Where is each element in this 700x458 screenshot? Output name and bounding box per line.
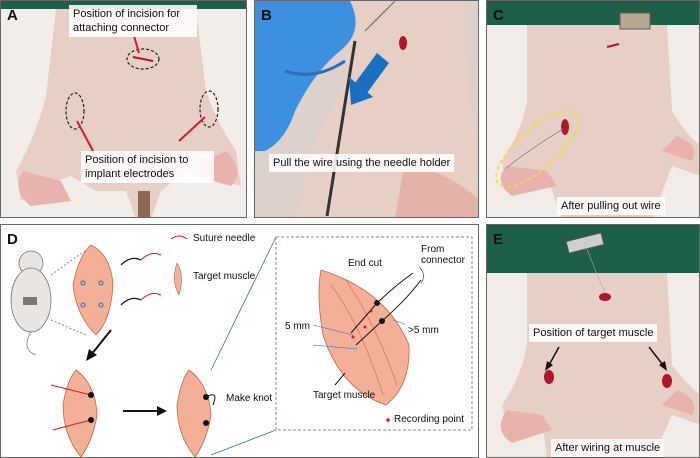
legend-target-muscle: Target muscle — [193, 271, 256, 282]
panel-c-caption: After pulling out wire — [557, 197, 665, 215]
panel-c-photo — [487, 1, 699, 217]
connector-block-e — [565, 232, 605, 254]
from-connector-label: From connector — [421, 244, 465, 266]
zoom-box — [275, 236, 473, 431]
connector-incision-marker — [126, 48, 160, 70]
connector-incision-label: Position of incision for attaching conne… — [69, 5, 197, 37]
zoom-target-muscle-label: Target muscle — [313, 390, 376, 401]
pulled-wire-highlight — [495, 110, 579, 188]
pull-direction-arrow — [349, 53, 389, 105]
connector-block — [619, 12, 651, 30]
panel-e: E Position of target muscle After wiring… — [486, 224, 700, 458]
make-knot-label: Make knot — [226, 393, 273, 404]
panel-d-diagram — [1, 225, 478, 457]
panel-e-caption: After wiring at muscle — [551, 439, 665, 457]
panel-a: A Position of incision for attaching con… — [0, 0, 247, 218]
legend-suture-needle: Suture needle — [193, 233, 256, 244]
target-muscle-position-label: Position of target muscle — [529, 324, 658, 342]
panel-a-photo — [1, 1, 246, 217]
blue-glove — [255, 1, 356, 151]
end-cut-label: End cut — [348, 258, 382, 269]
dimension-5mm-label: 5 mm — [285, 321, 310, 332]
panel-a-letter: A — [7, 7, 18, 24]
electrode-incision-label: Position of incision to implant electrod… — [81, 151, 214, 183]
panel-c: C After pulling out wire — [486, 0, 700, 218]
panel-b: B Pull the wire using the needle holder — [254, 0, 479, 218]
panel-c-letter: C — [493, 7, 504, 24]
right-electrode-incision-marker — [199, 90, 219, 128]
panel-d: D Suture needle Target muscle Make knot … — [0, 224, 479, 458]
panel-b-caption: Pull the wire using the needle holder — [269, 154, 455, 172]
panel-b-photo — [255, 1, 478, 217]
mouse-illustration — [10, 250, 52, 356]
recording-point-label: Recording point — [394, 414, 465, 425]
dimension-gt5mm-label: >5 mm — [408, 325, 439, 336]
panel-e-letter: E — [493, 231, 504, 248]
panel-e-photo — [487, 225, 699, 457]
panel-b-letter: B — [261, 7, 272, 24]
left-electrode-incision-marker — [65, 92, 85, 130]
panel-d-letter: D — [7, 231, 18, 248]
